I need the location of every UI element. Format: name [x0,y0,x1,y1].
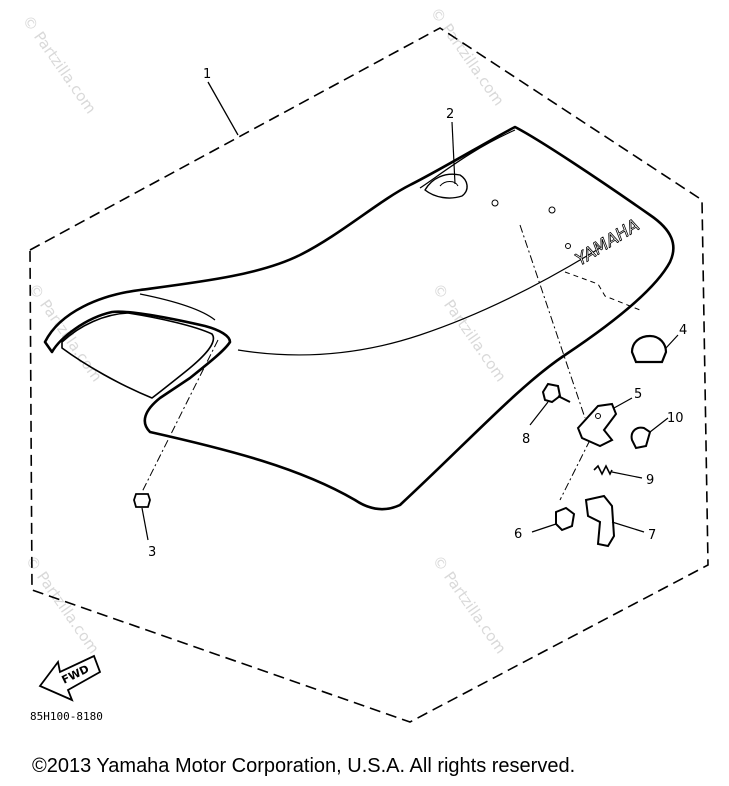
callout-2: 2 [446,107,454,122]
fwd-arrow-icon: FWD [38,654,102,702]
seat-hole [548,206,556,214]
seat-logo-text: YAMAHA [572,215,643,270]
bracket-part-5 [576,397,633,448]
seat: YAMAHA [43,125,675,511]
clip-part-10 [630,417,669,450]
callout-8: 8 [522,432,530,447]
collar-part-6 [531,506,576,533]
callout-6: 6 [514,527,522,542]
copyright-notice: ©2013 Yamaha Motor Corporation, U.S.A. A… [32,755,576,777]
bolt-part-8 [529,382,571,426]
seat-hump [424,173,468,199]
seat-hole [491,199,499,207]
seat-front-edge [419,129,516,189]
seat-outer-outline [43,125,675,511]
leader-line-1 [207,81,239,136]
callout-7: 7 [648,528,656,543]
callout-4: 4 [679,323,687,338]
watermarks: © Partzilla.com © Partzilla.com © Partzi… [19,4,510,657]
seat-cutout-inner [61,312,215,399]
assembly-boundary [29,27,709,723]
rear-clamp-outline [564,271,641,311]
seat-hump-inner [439,181,459,187]
watermark: © Partzilla.com [427,4,508,109]
watermark: © Partzilla.com [19,12,100,117]
spring-part-9 [593,464,643,479]
seat-contour-line [237,247,601,356]
hook-part-7 [584,494,645,548]
drawing-code: 85H100-8180 [30,710,103,723]
watermark: © Partzilla.com [429,280,510,385]
leader-line-2 [451,121,456,185]
callout-5: 5 [634,387,642,402]
callout-10: 10 [667,411,684,426]
watermark: © Partzilla.com [429,552,510,657]
callout-3: 3 [148,545,156,560]
watermark: © Partzilla.com [22,552,103,657]
damper-part-4 [630,334,679,364]
assembly-leaders [141,224,591,501]
seat-top-contour [139,293,216,321]
callout-9: 9 [646,473,654,488]
seat-hole [565,243,571,249]
callout-1: 1 [203,67,211,82]
grommet-part-3 [133,493,151,541]
